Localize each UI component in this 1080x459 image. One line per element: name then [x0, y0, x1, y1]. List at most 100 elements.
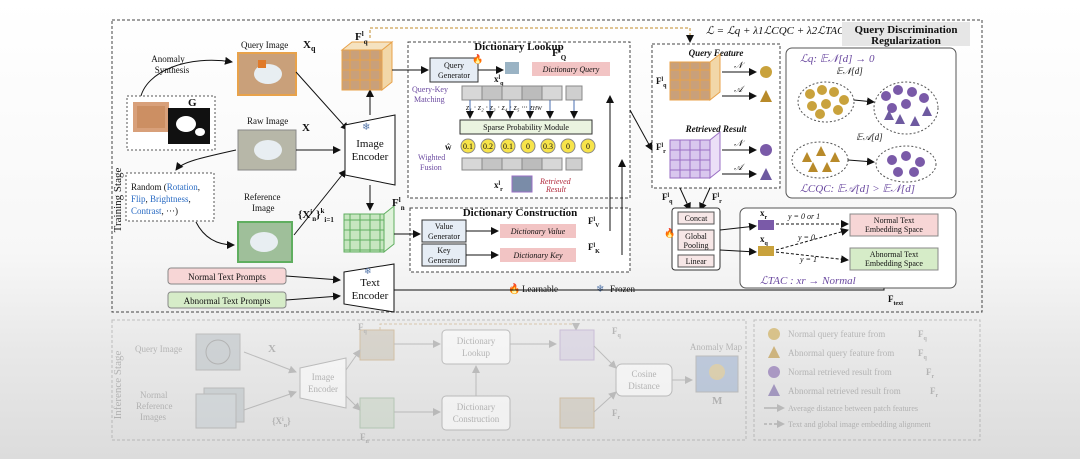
infer-fq-symbol: Fq: [358, 322, 368, 335]
cosine-distance-2: Distance: [628, 381, 660, 391]
infer-skip-path: [379, 323, 580, 331]
infer-dict-lookup-2: Lookup: [462, 348, 490, 358]
dictionary-construction-title: Dictionary Construction: [463, 207, 578, 219]
query-feature-grid: [669, 61, 711, 101]
key-labels: z₁ · z₂ · z₃ · z₄ · z₅ ··· zHW: [465, 103, 543, 112]
abnormal-embedding-label-2: Embedding Space: [865, 259, 923, 268]
image-encoder-label-1: Image: [356, 138, 384, 150]
infer-fr-symbol: Fr: [612, 408, 621, 421]
retrieved-patch-thumb: [511, 175, 533, 193]
dictionary-value-label: Dictionary Value: [510, 227, 566, 236]
abnormal-embedding-label-1: Abnormal Text: [870, 250, 919, 259]
abnormal-distance-arrow: [847, 157, 875, 166]
infer-query-arrow: [243, 351, 297, 374]
infer-fq-cube: [359, 329, 395, 361]
cluster-distance-arrow: [853, 97, 875, 106]
retrieved-cluster-ellipse: [873, 81, 939, 135]
learnable-flame-icon-qg: 🔥: [472, 53, 483, 64]
sparse-probability-module: [459, 119, 593, 135]
fn-cube-side: [383, 204, 395, 254]
normal-embedding-box: [849, 213, 939, 237]
loss-formula: ℒ = ℒq + λ1ℒCQC + λ2ℒTAC: [706, 25, 845, 37]
abnormal-query-tri: [760, 90, 772, 102]
en-d-label: 𝔼𝒩[d]: [836, 66, 863, 76]
normal-cluster-points: [805, 85, 849, 119]
retrieved-result-label: Retrieved Result: [685, 124, 747, 134]
infer-x-symbol: X: [268, 343, 276, 355]
inference-stage-label: Inference Stage: [112, 351, 124, 420]
prob-value-4: 0.3: [543, 142, 553, 151]
reference-bird: [250, 232, 278, 252]
retrieved-abnormal-tri-points: [884, 106, 932, 126]
n-symbol-q: 𝒩: [734, 60, 746, 70]
mask-blob-1: [176, 116, 196, 132]
fr-to-concat-arrow: [699, 187, 711, 211]
query-key-matching-2: Matching: [414, 95, 445, 104]
xq-tac-symbol: xq: [760, 234, 769, 247]
abnormal-retrieved-points: [887, 151, 925, 177]
infer-normal-ref-1: Normal: [140, 390, 168, 400]
fn-cube-grid: [343, 213, 385, 253]
query-generator-label-1: Query: [444, 61, 464, 70]
text-encoder-frozen-icon: ❄: [364, 266, 372, 276]
retrieved-cluster-points: [881, 85, 929, 113]
legend-abnormal-query-icon: [768, 346, 780, 358]
infer-dict-construction-1: Dictionary: [457, 402, 496, 412]
fq-cube-top: [340, 41, 394, 51]
linear-label: Linear: [686, 257, 707, 266]
normal-query-circle: [760, 66, 772, 78]
infer-fn-symbol: Fn: [360, 432, 370, 445]
qdr-title-1: Query Discrimination: [855, 24, 958, 36]
fr-concat-symbol: Flr: [712, 192, 722, 205]
query-bird: [254, 64, 282, 84]
to-xq-arrow: [719, 247, 757, 256]
query-to-encoder-arrow: [295, 71, 349, 131]
legend-item-5: Text and global image embedding alignmen…: [788, 420, 932, 429]
dictionary-key-label: Dictionary Key: [512, 251, 563, 260]
legend-item-0: Normal query feature from: [788, 329, 885, 339]
anomaly-map-hotspot: [709, 364, 725, 380]
ye-0-or-1: y = 0 or 1: [787, 212, 820, 221]
prob-value-5: 0: [566, 142, 570, 151]
lookup-to-retrieved-arrow: [629, 109, 653, 151]
random-to-ref-arrow: [195, 221, 235, 249]
legend-fr-2: Fr: [926, 367, 935, 380]
random-aug-text-2: Flip, Brightness,: [131, 194, 191, 204]
retrieved-result-small-1: Retrieved: [539, 177, 572, 186]
normal-cluster-ellipse: [797, 81, 855, 123]
prob-value-3: 0: [526, 142, 530, 151]
fq-concat-symbol: Flq: [662, 192, 673, 205]
prob-value-2: 0.1: [503, 142, 513, 151]
training-stage-label: Training Stage: [112, 168, 124, 233]
infer-fr-cos-arrow: [593, 345, 617, 369]
random-aug-text-3: Contrast, ···): [131, 206, 178, 216]
query-patch-thumb: [505, 62, 519, 74]
fr-right-symbol: Flr: [656, 142, 666, 155]
value-generator-label-2: Generator: [428, 232, 460, 241]
query-generator-label-2: Generator: [438, 71, 470, 80]
prob-value-1: 0.2: [483, 142, 493, 151]
legend-fq-0: Fq: [918, 329, 928, 342]
infer-dict-construction-2: Construction: [453, 414, 500, 424]
infer-fr-cube: [559, 329, 595, 361]
anomaly-synthesis-label-1: Anomaly: [151, 54, 185, 64]
query-feature-label: Query Feature: [689, 48, 744, 58]
infer-fq2-symbol: Fq: [612, 326, 622, 339]
infer-ref-thumb-front: [195, 393, 237, 429]
legend-fq-1: Fq: [918, 348, 928, 361]
lq-label: ℒq: 𝔼𝒩[d] → 0: [800, 53, 875, 65]
learnable-icon: 🔥: [508, 282, 520, 295]
xr-symbol: xlr: [494, 180, 503, 193]
key-strip: [461, 85, 583, 101]
raw-image-label: Raw Image: [247, 116, 288, 126]
texture-detail: [137, 106, 165, 128]
infer-enc-fn-arrow: [345, 395, 361, 411]
prob-value-6: 0: [586, 142, 590, 151]
random-aug-box: [125, 172, 215, 222]
prob-value-0: 0.1: [463, 142, 473, 151]
infer-normal-ref-3: Images: [140, 412, 166, 422]
infer-query-thumb: [195, 333, 241, 371]
xq-token: [758, 246, 774, 256]
